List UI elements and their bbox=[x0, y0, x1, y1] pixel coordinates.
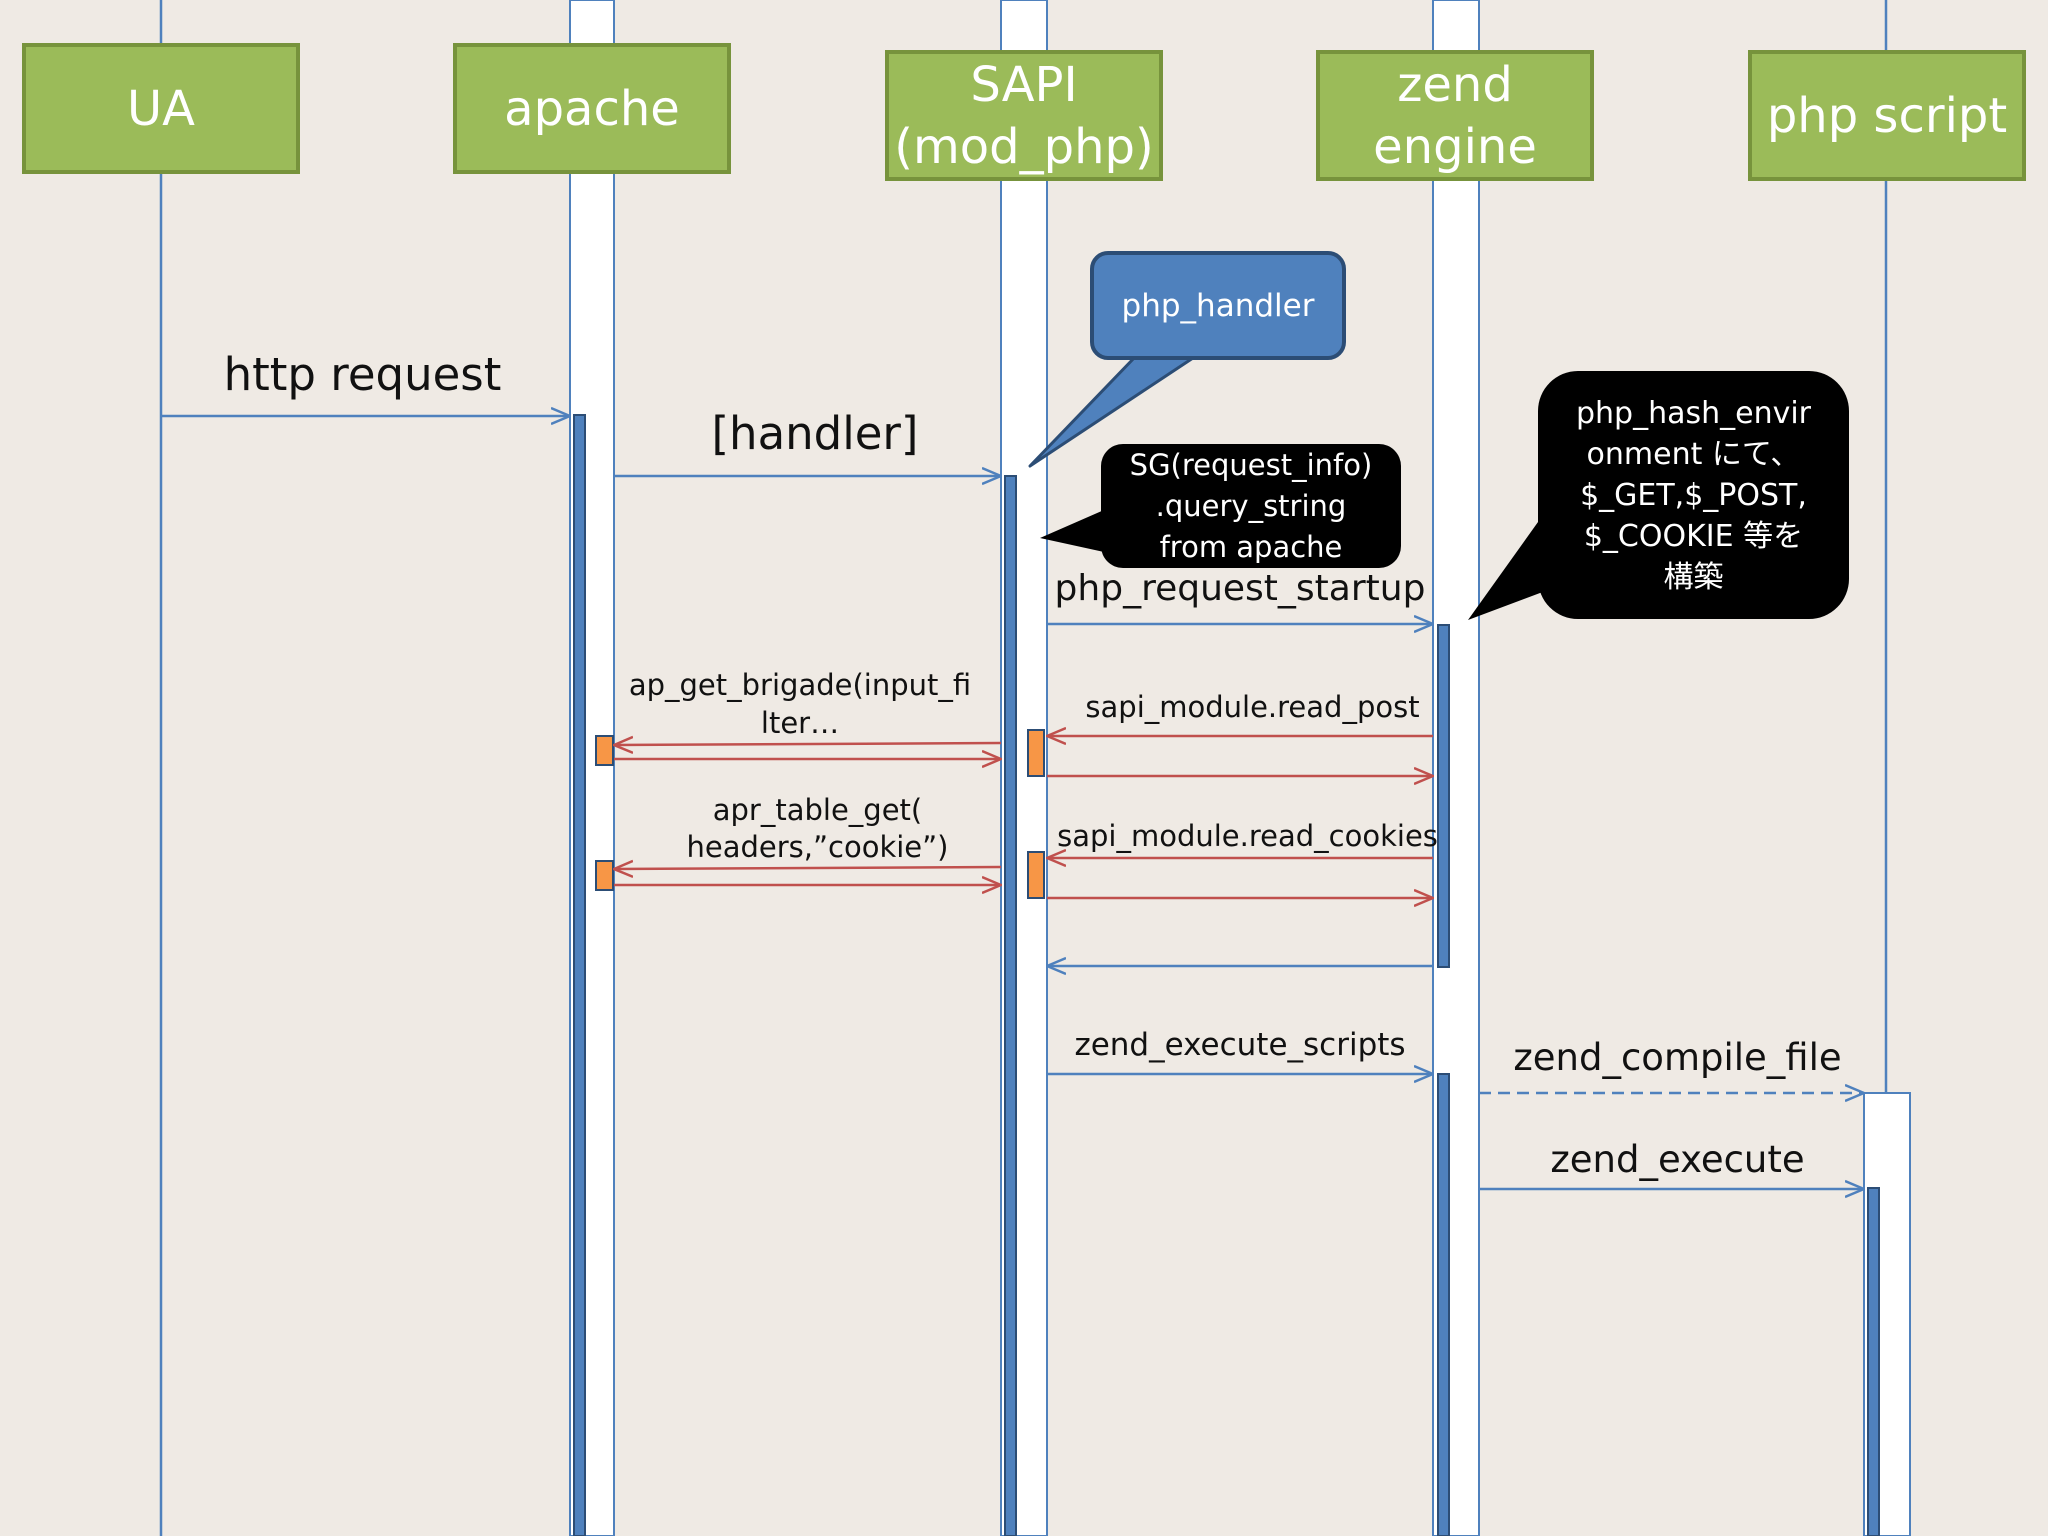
message-label-zend-compile-file: zend_compile_file bbox=[1513, 1036, 1842, 1079]
activation-apache bbox=[573, 414, 586, 1536]
activation-zend-startup bbox=[1437, 624, 1450, 968]
lifeline-zend-engine: zend engine bbox=[1316, 50, 1594, 181]
activation-script bbox=[1867, 1187, 1880, 1536]
message-label-apr-table-get: apr_table_get( headers,”cookie”) bbox=[686, 793, 949, 864]
callout-tail-query-string bbox=[1040, 510, 1104, 552]
activation-bars bbox=[573, 414, 1880, 1536]
activation-sapi bbox=[1004, 475, 1017, 1536]
activation-zend-execute bbox=[1437, 1073, 1450, 1536]
message-label-zend-execute: zend_execute bbox=[1550, 1138, 1805, 1181]
message-label-http-request: http request bbox=[223, 348, 502, 401]
arrow-apr-table-get bbox=[614, 867, 1002, 869]
callout-hash-environment: php_hash_envir onment にて、 $_GET,$_POST, … bbox=[1538, 371, 1849, 619]
callout-tails bbox=[1028, 348, 1548, 620]
activation-sapi-read-cookies bbox=[1027, 851, 1045, 899]
lifeline-ua: UA bbox=[22, 43, 300, 174]
arrow-ap-get-brigade bbox=[614, 743, 1002, 745]
message-label-ap-get-brigade: ap_get_brigade(input_fi lter… bbox=[628, 668, 972, 740]
lifeline-sapi: SAPI (mod_php) bbox=[885, 50, 1163, 181]
activation-sapi-read-post bbox=[1027, 729, 1045, 777]
message-arrows bbox=[161, 416, 1864, 1189]
message-label-read-post: sapi_module.read_post bbox=[1085, 690, 1420, 724]
callout-query-string: SG(request_info) .query_string from apac… bbox=[1101, 444, 1401, 568]
callout-tail-hash-environment bbox=[1468, 508, 1548, 620]
message-label-zend-execute-scripts: zend_execute_scripts bbox=[1074, 1027, 1406, 1063]
callout-php-handler: php_handler bbox=[1090, 251, 1346, 360]
message-label-handler: [handler] bbox=[711, 407, 919, 460]
message-label-php-request-startup: php_request_startup bbox=[1054, 568, 1426, 609]
lifeline-apache: apache bbox=[453, 43, 731, 174]
activation-apache-read-post bbox=[595, 735, 614, 766]
message-label-read-cookies: sapi_module.read_cookies bbox=[1057, 819, 1438, 853]
lifeline-php-script: php script bbox=[1748, 50, 2026, 181]
activation-apache-read-cookies bbox=[595, 860, 614, 891]
